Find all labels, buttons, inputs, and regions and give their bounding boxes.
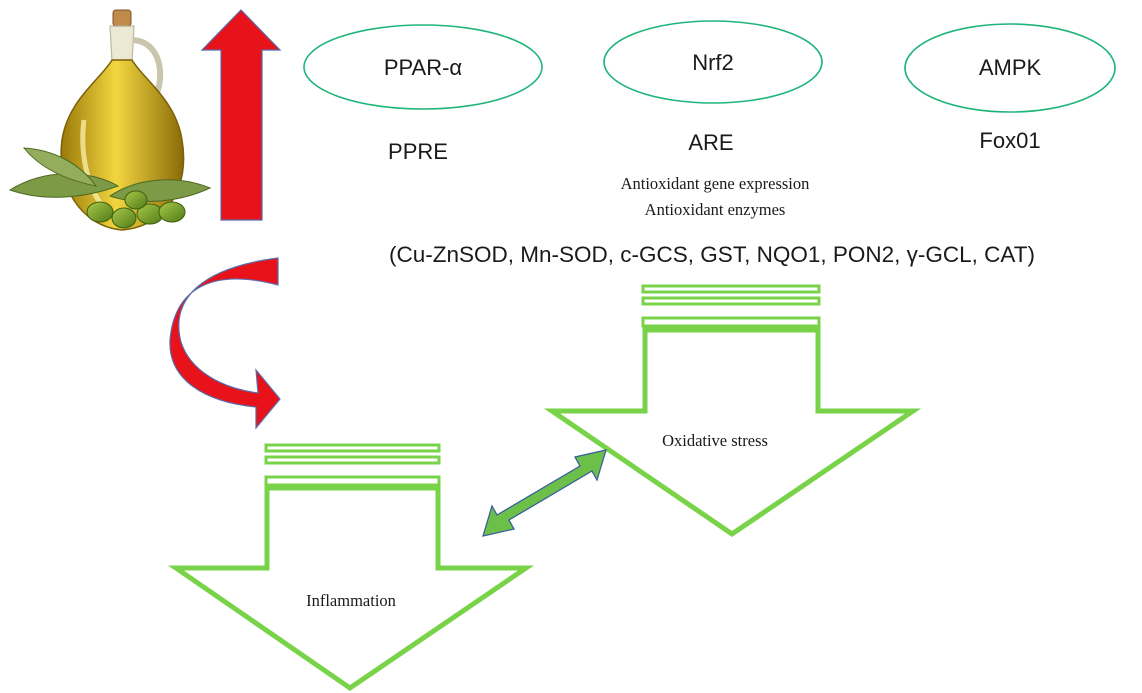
inflammation-arrow [167,443,535,692]
fox01-label: Fox01 [979,128,1040,153]
enzyme-list: (Cu-ZnSOD, Mn-SOD, c-GCS, GST, NQO1, PON… [389,242,1035,267]
ppar-alpha-label: PPAR-α [384,55,463,80]
nrf2-node [603,20,823,104]
curved-arrow [169,257,281,430]
ampk-node [904,23,1116,113]
oxidative-stress-label: Oxidative stress [662,431,768,450]
antioxidant-enzymes-label: Antioxidant enzymes [645,200,786,219]
nrf2-label: Nrf2 [692,50,734,75]
ampk-label: AMPK [979,55,1042,80]
ppre-label: PPRE [388,139,448,164]
inflammation-label: Inflammation [306,591,396,610]
antioxidant-gene-expression-label: Antioxidant gene expression [621,174,810,193]
bidirectional-arrow [482,449,607,537]
oxidative-stress-arrow [543,284,922,538]
upregulation-arrow [200,9,282,221]
ppar-alpha-node [303,24,543,110]
are-label: ARE [688,130,733,155]
olive-oil-bottle-icon [8,9,212,231]
